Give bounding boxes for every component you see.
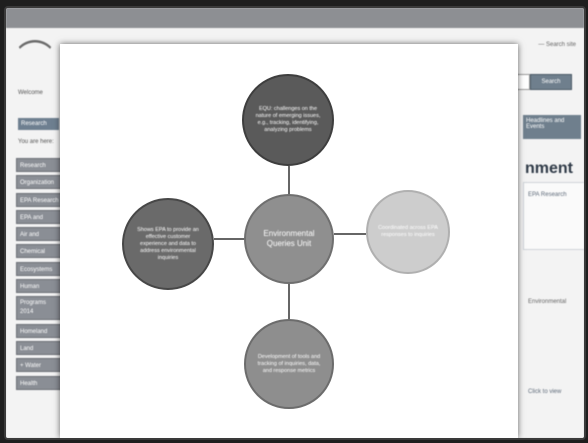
site-section-tab[interactable]: Research (18, 118, 59, 130)
header-link[interactable]: — Search site (538, 42, 576, 48)
nav-item[interactable]: Programs 2014 (16, 296, 62, 321)
nav-item[interactable]: Chemical (16, 244, 62, 259)
search-button[interactable]: Search (530, 74, 572, 90)
page-title: nment (525, 160, 573, 177)
left-navigation: Research Organization EPA Research EPA a… (16, 158, 62, 393)
diagram-node-top: EQU: challenges on the nature of emergin… (242, 74, 334, 166)
headlines-banner[interactable]: Headlines and Events (523, 115, 581, 139)
sidebar-link[interactable]: Click to view (528, 389, 562, 395)
nav-item[interactable]: Land (16, 340, 62, 355)
nav-item[interactable]: Research (16, 158, 62, 172)
screen-frame: ⌒ Welcome — Search site Search Research … (4, 6, 586, 440)
nav-item[interactable]: + Water (16, 358, 62, 373)
nav-item[interactable]: EPA and (16, 209, 62, 224)
node-label: Environmental Queries Unit (263, 229, 315, 248)
sidebar-link[interactable]: EPA Research (528, 192, 567, 198)
nav-item[interactable]: Homeland (16, 323, 62, 338)
site-logo-icon: ⌒ (18, 39, 52, 77)
browser-top-bar (6, 8, 584, 28)
diagram-connectors (214, 166, 366, 319)
nav-item[interactable]: Organization (16, 175, 62, 190)
diagram-modal[interactable]: EQU: challenges on the nature of emergin… (60, 44, 518, 438)
diagram-node-center: Environmental Queries Unit (244, 194, 334, 284)
nav-item[interactable]: Health (16, 375, 62, 390)
nav-item[interactable]: Human (16, 279, 62, 294)
node-label: Development of tools and tracking of inq… (257, 353, 321, 374)
node-label: Shows EPA to provide an effective custom… (137, 226, 199, 261)
nav-item[interactable]: Ecosystems (16, 261, 62, 276)
diagram-node-right: Coordinated across EPA responses to inqu… (366, 190, 450, 274)
nav-item[interactable]: Air and (16, 227, 62, 242)
node-label: EQU: challenges on the nature of emergin… (255, 106, 321, 133)
diagram-node-left: Shows EPA to provide an effective custom… (122, 198, 214, 290)
breadcrumb: You are here: (18, 139, 54, 145)
diagram-node-bottom: Development of tools and tracking of inq… (244, 319, 334, 409)
sidebar-text: Environmental (528, 299, 567, 305)
welcome-text: Welcome (18, 90, 43, 96)
node-label: Coordinated across EPA responses to inqu… (378, 225, 438, 238)
nav-item[interactable]: EPA Research (16, 192, 62, 207)
right-sidebar-box (523, 182, 584, 250)
